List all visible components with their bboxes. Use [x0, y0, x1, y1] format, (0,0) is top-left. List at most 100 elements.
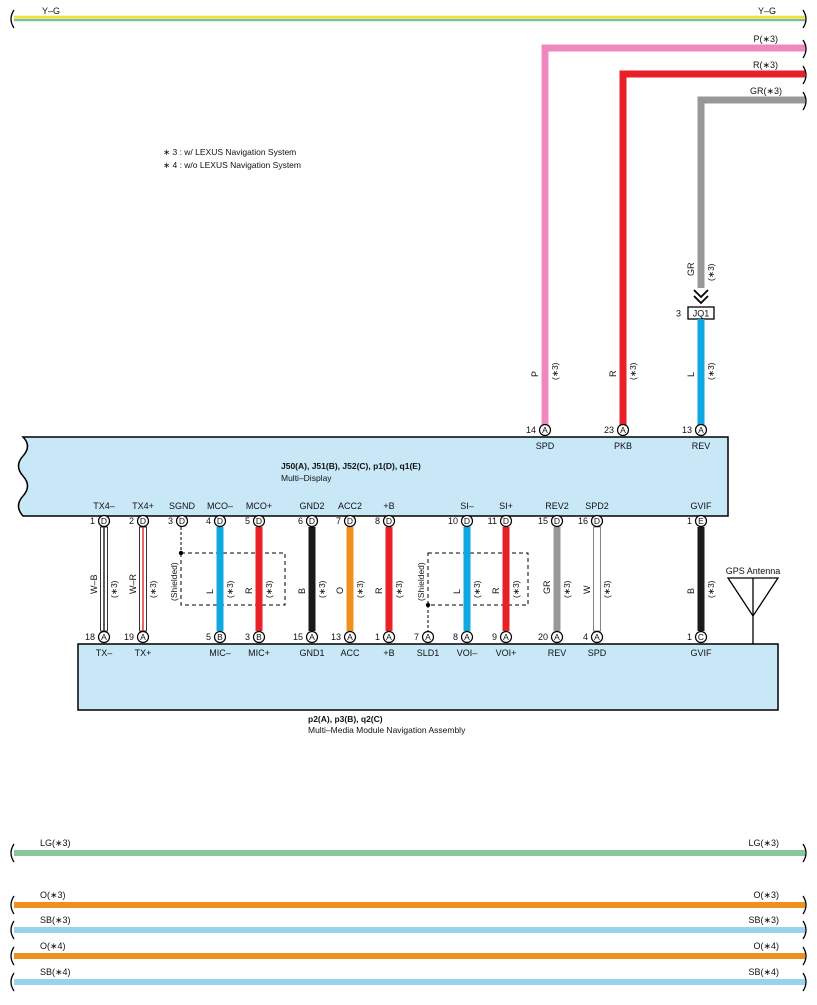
nav-assembly-title: p2(A), p3(B), q2(C)	[308, 714, 383, 724]
wire-label-11: GR	[542, 580, 552, 594]
top-signal-10: SI+	[499, 501, 513, 511]
wire-note-5: (∗3)	[317, 580, 327, 598]
bottom-pin-13: C1	[687, 630, 708, 644]
upper-pin-pkb-number: 23	[604, 425, 614, 435]
bottom-pin-1-number: 19	[124, 632, 134, 642]
bottom-bus-left-label-3: O(∗4)	[40, 941, 66, 951]
gr-wire-label: GR	[686, 262, 696, 276]
bottom-pin-3-number: 5	[206, 632, 211, 642]
bottom-pin-10-letter: A	[503, 632, 509, 642]
bottom-pin-0-letter: A	[101, 632, 107, 642]
top-pin-3: D4	[206, 514, 227, 528]
top-pin-13-letter: E	[698, 516, 704, 526]
multi-display-title: J50(A), J51(B), J52(C), p1(D), q1(E)	[281, 461, 421, 471]
gr-wire-note: (∗3)	[706, 263, 716, 281]
bottom-pin-8-number: 7	[414, 632, 419, 642]
bottom-pin-7: A1	[375, 630, 396, 644]
bottom-bus-right-label-3: O(∗4)	[753, 941, 779, 951]
upper-wire-r-label: R	[608, 370, 618, 377]
upper-pin-rev-number: 13	[682, 425, 692, 435]
junction-pin: 3	[676, 309, 681, 319]
upper-pin-rev: A 13 REV	[682, 423, 711, 451]
upper-wire-p-note: (∗3)	[550, 362, 560, 380]
top-pin-11-letter: D	[554, 516, 560, 526]
top-pin-9: D10	[448, 514, 474, 528]
shield-mic: (Shielded)	[169, 527, 286, 606]
feed-label-r: R(∗3)	[753, 60, 778, 70]
bottom-pin-8: A7	[414, 630, 435, 644]
bottom-bus-2: SB(∗3)SB(∗3)	[10, 915, 807, 940]
top-pin-7: D8	[375, 514, 396, 528]
wire-note-3: (∗3)	[225, 580, 235, 598]
wire-label-7: R	[374, 587, 384, 594]
top-signal-4: MCO+	[246, 501, 272, 511]
wire-note-12: (∗3)	[602, 580, 612, 598]
top-signal-9: SI–	[460, 501, 474, 511]
upper-wire-l-note: (∗3)	[706, 362, 716, 380]
top-pin-1-letter: D	[140, 516, 146, 526]
bottom-signal-1: TX+	[135, 648, 152, 658]
top-pin-3-number: 4	[206, 516, 211, 526]
bottom-pin-5-letter: A	[309, 632, 315, 642]
top-signal-2: SGND	[169, 501, 196, 511]
bottom-pin-9-letter: A	[464, 632, 470, 642]
top-pin-13: E1	[687, 514, 708, 528]
bottom-pin-11: A20	[538, 630, 564, 644]
nav-assembly-subtitle: Multi–Media Module Navigation Assembly	[308, 725, 466, 735]
bottom-pin-6-letter: A	[347, 632, 353, 642]
top-signal-0: TX4–	[93, 501, 115, 511]
top-pin-5-number: 6	[298, 516, 303, 526]
top-signal-7: +B	[383, 501, 394, 511]
bottom-bus-left-label-0: LG(∗3)	[40, 838, 71, 848]
upper-wire-p-label: P	[530, 371, 540, 377]
top-signal-11: REV2	[545, 501, 569, 511]
wire-note-13: (∗3)	[706, 580, 716, 598]
channel-7: R(∗3)D8+BA1+B	[374, 501, 404, 658]
top-pin-10-letter: D	[503, 516, 509, 526]
top-signal-12: SPD2	[585, 501, 609, 511]
bottom-signal-4: MIC+	[248, 648, 270, 658]
wire-note-1: (∗3)	[148, 580, 158, 598]
channel-group: W–B(∗3)D1TX4–A18TX–W–R(∗3)D2TX4+A19TX+D3…	[85, 501, 716, 658]
wire-label-13: B	[686, 588, 696, 594]
wire-label-0: W–B	[89, 574, 99, 594]
top-pin-12-letter: D	[594, 516, 600, 526]
bottom-pin-4-letter: B	[256, 632, 262, 642]
bottom-signal-3: MIC–	[209, 648, 231, 658]
bottom-bus-right-label-1: O(∗3)	[753, 890, 779, 900]
top-pin-6-number: 7	[336, 516, 341, 526]
bottom-bus-left-label-4: SB(∗4)	[40, 967, 71, 977]
upper-wire-r-note: (∗3)	[628, 362, 638, 380]
upper-wire-l-label: L	[686, 372, 696, 377]
top-pin-7-letter: D	[386, 516, 392, 526]
top-pin-12: D16	[578, 514, 604, 528]
bottom-bus-right-label-2: SB(∗3)	[748, 915, 779, 925]
top-bus-right-label: Y–G	[758, 6, 776, 16]
nav-assembly-connector: p2(A), p3(B), q2(C) Multi–Media Module N…	[77, 643, 779, 735]
bottom-bus-group: LG(∗3)LG(∗3)O(∗3)O(∗3)SB(∗3)SB(∗3)O(∗4)O…	[10, 838, 807, 992]
top-pin-10: D11	[488, 514, 513, 528]
upper-pin-rev-letter: A	[698, 425, 704, 435]
bottom-pin-5-number: 15	[293, 632, 303, 642]
bottom-pin-13-letter: C	[698, 632, 704, 642]
bottom-signal-5: GND1	[299, 648, 324, 658]
bottom-pin-7-number: 1	[375, 632, 380, 642]
upper-pin-rev-signal: REV	[692, 441, 711, 451]
bottom-pin-3-letter: B	[217, 632, 223, 642]
note-no-nav-system: ∗ 4 : w/o LEXUS Navigation System	[163, 160, 301, 170]
wire-note-10: (∗3)	[511, 580, 521, 598]
bottom-pin-6-number: 13	[331, 632, 341, 642]
gps-antenna-label: GPS Antenna	[726, 566, 781, 576]
shield-mic-label: (Shielded)	[169, 562, 179, 601]
bottom-pin-12-letter: A	[594, 632, 600, 642]
